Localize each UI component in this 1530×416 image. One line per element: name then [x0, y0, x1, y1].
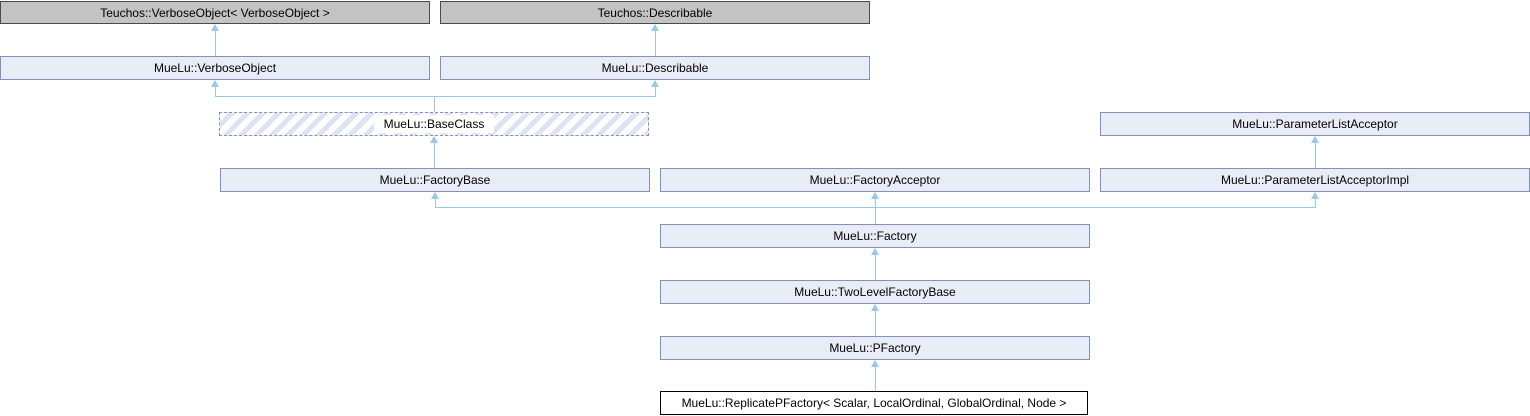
- inheritance-arrowhead: [431, 192, 439, 199]
- node-teuchos-verboseobject[interactable]: Teuchos::VerboseObject< VerboseObject >: [0, 1, 430, 24]
- node-muelu-factorybase[interactable]: MueLu::FactoryBase: [220, 168, 650, 192]
- node-muelu-verboseobject[interactable]: MueLu::VerboseObject: [0, 56, 430, 80]
- inheritance-edge-line: [875, 193, 876, 207]
- node-muelu-baseclass[interactable]: MueLu::BaseClass: [219, 112, 649, 136]
- inheritance-edge-line: [875, 249, 876, 280]
- inheritance-edge-line: [655, 81, 656, 96]
- inheritance-edge-line: [434, 137, 435, 168]
- inheritance-arrowhead: [871, 248, 879, 255]
- inheritance-arrowhead: [871, 304, 879, 311]
- node-label: MueLu::ParameterListAcceptor: [1232, 117, 1398, 131]
- node-label: MueLu::FactoryAcceptor: [809, 173, 941, 187]
- node-label: MueLu::BaseClass: [373, 115, 495, 133]
- node-label: Teuchos::Describable: [597, 5, 713, 20]
- inheritance-edge-line: [215, 81, 216, 96]
- node-muelu-twolevelfactorybase[interactable]: MueLu::TwoLevelFactoryBase: [660, 280, 1090, 304]
- node-muelu-factory[interactable]: MueLu::Factory: [660, 224, 1090, 248]
- inheritance-edge-line: [215, 25, 216, 56]
- node-muelu-describable[interactable]: MueLu::Describable: [440, 56, 870, 80]
- inheritance-edge-line: [1315, 137, 1316, 168]
- node-label: MueLu::PFactory: [829, 341, 921, 355]
- node-muelu-replicatepfactory: MueLu::ReplicatePFactory< Scalar, LocalO…: [660, 391, 1088, 415]
- node-label: MueLu::FactoryBase: [379, 173, 491, 187]
- inheritance-edge-line: [875, 361, 876, 391]
- inheritance-edge-line: [434, 96, 435, 112]
- inheritance-arrowhead: [211, 80, 219, 87]
- inheritance-edge-line: [435, 207, 1316, 208]
- inheritance-edge-line: [655, 25, 656, 56]
- node-muelu-parameterlistacceptorimpl[interactable]: MueLu::ParameterListAcceptorImpl: [1100, 168, 1530, 192]
- inheritance-arrowhead: [651, 24, 659, 31]
- inheritance-arrowhead: [1311, 192, 1319, 199]
- node-muelu-parameterlistacceptor[interactable]: MueLu::ParameterListAcceptor: [1100, 112, 1530, 136]
- node-muelu-pfactory[interactable]: MueLu::PFactory: [660, 336, 1090, 360]
- inheritance-arrowhead: [871, 360, 879, 367]
- node-label: Teuchos::VerboseObject< VerboseObject >: [100, 5, 330, 20]
- inheritance-edge-line: [435, 193, 436, 207]
- node-label: MueLu::Describable: [601, 61, 709, 75]
- node-muelu-factoryacceptor[interactable]: MueLu::FactoryAcceptor: [660, 168, 1090, 192]
- node-label: MueLu::TwoLevelFactoryBase: [794, 285, 956, 299]
- inheritance-arrowhead: [871, 192, 879, 199]
- inheritance-edge-line: [875, 305, 876, 336]
- inheritance-arrowhead: [211, 24, 219, 31]
- inheritance-arrowhead: [1311, 136, 1319, 143]
- node-teuchos-describable[interactable]: Teuchos::Describable: [440, 1, 870, 24]
- inheritance-arrowhead: [651, 80, 659, 87]
- node-label: MueLu::ReplicatePFactory< Scalar, LocalO…: [681, 396, 1067, 410]
- inheritance-edge-line: [875, 207, 876, 224]
- inheritance-arrowhead: [430, 136, 438, 143]
- inheritance-edge-line: [215, 96, 656, 97]
- node-label: MueLu::Factory: [833, 229, 917, 243]
- node-label: MueLu::VerboseObject: [153, 61, 277, 75]
- node-label: MueLu::ParameterListAcceptorImpl: [1220, 173, 1410, 187]
- inheritance-edge-line: [1315, 193, 1316, 207]
